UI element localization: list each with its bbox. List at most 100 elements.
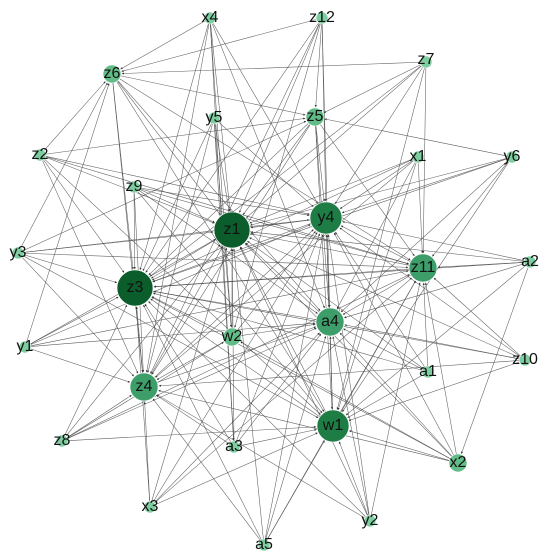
edge-y5-to-a3 xyxy=(213,121,235,441)
edge-w1-to-z1 xyxy=(240,246,329,418)
edge-y2-to-z11 xyxy=(370,282,421,518)
edge-y3-to-z6 xyxy=(19,82,108,250)
edge-z11-to-y4 xyxy=(340,225,416,265)
edge-x4-to-w2 xyxy=(209,21,233,328)
node-z1 xyxy=(213,211,251,249)
edge-a5-to-z1 xyxy=(233,248,264,542)
edge-z4-to-z1 xyxy=(147,246,223,380)
node-label-a1: a1 xyxy=(419,363,437,380)
edge-z11-to-z3 xyxy=(153,268,415,288)
node-label-w2: w2 xyxy=(221,328,243,345)
edge-a5-to-a4 xyxy=(264,336,327,542)
edge-z12-to-a4 xyxy=(321,21,331,308)
edge-w1-to-z11 xyxy=(337,280,416,418)
edge-z8-to-z1 xyxy=(64,244,221,439)
edge-z8-to-z11 xyxy=(65,274,410,440)
edge-z5-to-w1 xyxy=(315,122,333,410)
edge-x3-to-z4 xyxy=(143,401,151,504)
edge-y1-to-y4 xyxy=(28,224,311,346)
edge-z2-to-z11 xyxy=(43,155,409,265)
edge-z5-to-z3 xyxy=(148,120,312,276)
edge-z10-to-z11 xyxy=(433,277,523,358)
edge-x1-to-z1 xyxy=(249,158,415,224)
edge-z5-to-z11 xyxy=(317,121,415,257)
node-y6 xyxy=(505,150,519,164)
edge-y5-to-z3 xyxy=(142,121,213,272)
edge-w1-to-z3 xyxy=(150,298,326,421)
node-label-w1: w1 xyxy=(322,417,344,434)
edge-x4-to-a4 xyxy=(211,21,325,309)
node-label-z4: z4 xyxy=(136,378,153,395)
edge-y3-to-z4 xyxy=(20,255,134,377)
edge-a3-to-w1 xyxy=(237,428,317,447)
edge-z11-to-z1 xyxy=(250,232,415,267)
node-label-z7: z7 xyxy=(418,51,435,68)
edge-z4-to-y4 xyxy=(150,229,314,382)
edge-z9-to-w1 xyxy=(136,189,323,414)
node-y5 xyxy=(207,111,221,125)
node-label-z3: z3 xyxy=(127,279,144,296)
edge-w2-to-z3 xyxy=(151,296,228,335)
edge-z9-to-y4 xyxy=(137,187,310,217)
edge-z7-to-y4 xyxy=(334,64,425,204)
edge-x1-to-z3 xyxy=(151,158,415,281)
edge-y6-to-a4 xyxy=(340,159,510,313)
node-label-z2: z2 xyxy=(32,146,49,163)
node-x1 xyxy=(411,150,425,164)
node-label-x4: x4 xyxy=(202,9,219,26)
node-label-a3: a3 xyxy=(225,438,243,455)
edge-w2-to-a4 xyxy=(237,323,316,337)
edge-z9-to-z3 xyxy=(133,190,136,270)
node-y2 xyxy=(363,514,377,528)
node-y3 xyxy=(11,246,25,260)
edge-a1-to-z11 xyxy=(422,282,429,369)
edge-a1-to-z1 xyxy=(247,240,426,371)
edge-z2-to-z4 xyxy=(41,158,139,374)
node-label-a5: a5 xyxy=(255,536,273,553)
edge-z12-to-w2 xyxy=(234,21,322,328)
edge-y4-to-z1 xyxy=(250,218,317,229)
edge-x1-to-z11 xyxy=(417,160,424,254)
edge-x1-to-y4 xyxy=(339,158,416,209)
node-z11 xyxy=(408,253,438,283)
edge-x4-to-y4 xyxy=(211,20,318,204)
edge-z2-to-z6 xyxy=(42,81,106,153)
edge-z7-to-z5 xyxy=(323,63,423,113)
edge-y1-to-z3 xyxy=(28,296,119,346)
edge-z12-to-z4 xyxy=(150,21,321,374)
edge-x2-to-z1 xyxy=(245,243,455,460)
node-z9 xyxy=(127,180,141,194)
edge-y1-to-z4 xyxy=(28,347,131,383)
edge-x1-to-w1 xyxy=(337,160,418,411)
edge-x3-to-z1 xyxy=(150,247,228,504)
node-label-z6: z6 xyxy=(104,65,121,82)
edge-a3-to-a4 xyxy=(235,333,322,445)
edge-x4-to-z6 xyxy=(120,19,208,70)
edge-z10-to-w1 xyxy=(348,360,522,421)
node-x4 xyxy=(203,11,217,25)
node-x2 xyxy=(448,453,468,473)
edge-y3-to-w1 xyxy=(21,254,319,419)
edge-x4-to-z1 xyxy=(210,21,231,212)
edge-x2-to-w1 xyxy=(349,430,453,462)
edge-y2-to-z3 xyxy=(148,301,368,519)
edge-a5-to-z4 xyxy=(152,398,263,543)
edge-z9-to-z1 xyxy=(137,188,215,223)
edge-a2-to-z1 xyxy=(250,231,527,262)
node-label-z9: z9 xyxy=(126,178,143,195)
edge-z10-to-z1 xyxy=(249,237,522,359)
edge-z12-to-z1 xyxy=(239,21,321,213)
edge-a1-to-y4 xyxy=(335,231,427,370)
node-z2 xyxy=(33,148,47,162)
edge-z10-to-y4 xyxy=(339,227,523,359)
node-z6 xyxy=(102,64,122,84)
edge-z7-to-z11 xyxy=(422,65,427,254)
node-z12 xyxy=(315,11,329,25)
edge-y2-to-w1 xyxy=(338,441,369,518)
node-w2 xyxy=(222,327,242,347)
edge-y1-to-z6 xyxy=(25,83,110,344)
node-z8 xyxy=(55,434,69,448)
edge-z7-to-z3 xyxy=(149,63,424,277)
edge-a2-to-x2 xyxy=(461,265,530,454)
edge-y5-to-z4 xyxy=(147,121,214,373)
